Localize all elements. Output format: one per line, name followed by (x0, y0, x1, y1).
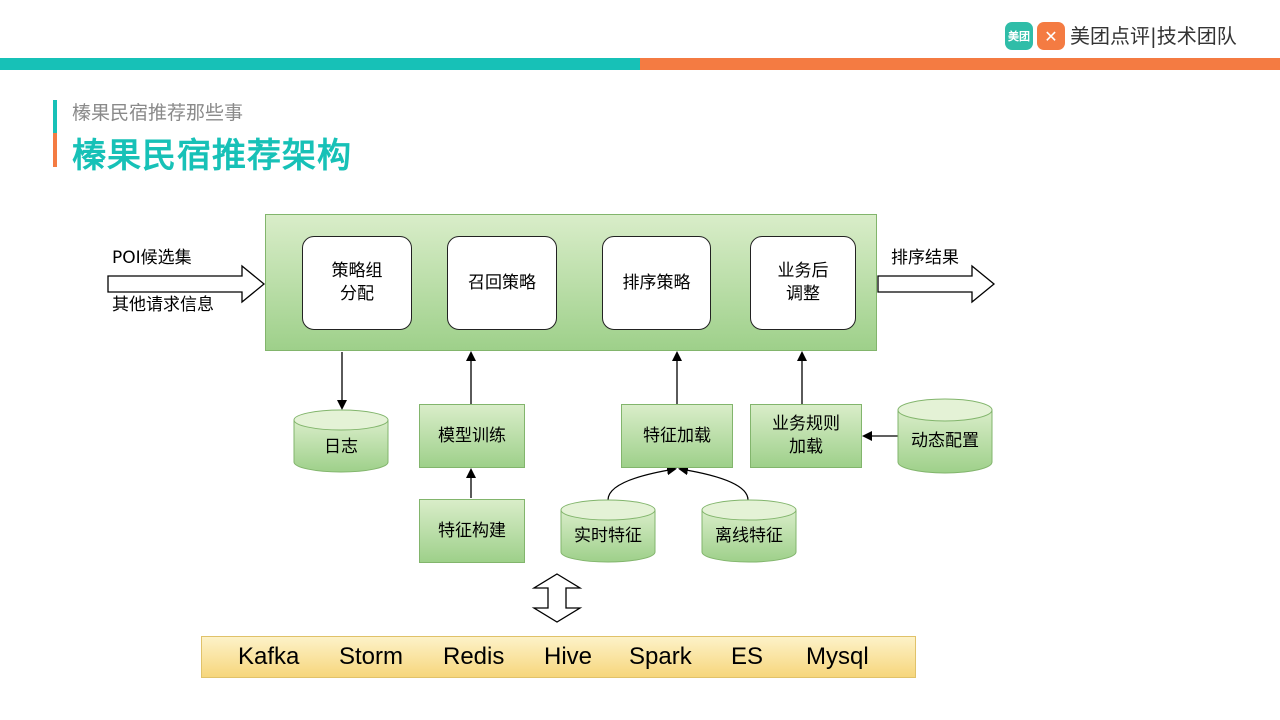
dynamic-config-cylinder (897, 398, 993, 474)
output-label-result: 排序结果 (891, 248, 959, 268)
dianping-logo-icon: ✕ (1037, 22, 1065, 50)
title-accent-orange (53, 133, 57, 167)
meituan-logo-icon: 美团 (1005, 22, 1033, 50)
tech-mysql: Mysql (806, 643, 869, 670)
tech-kafka: Kafka (238, 643, 300, 670)
tech-hive: Hive (544, 643, 593, 670)
realtime-feature-label: 实时特征 (574, 525, 642, 546)
offline-feature-cylinder (701, 499, 797, 563)
header-bar-teal (0, 58, 640, 70)
stage-ranking: 排序策略 (602, 236, 711, 330)
tech-spark: Spark (629, 643, 692, 670)
model-training-box: 模型训练 (419, 404, 525, 468)
business-rule-loading-box: 业务规则 加载 (750, 404, 862, 468)
feature-building-box: 特征构建 (419, 499, 525, 563)
input-label-request: 其他请求信息 (112, 295, 214, 315)
stage-business-adjust: 业务后 调整 (750, 236, 856, 330)
stage-recall: 召回策略 (447, 236, 557, 330)
title-accent-teal (53, 100, 57, 133)
slide-title: 榛果民宿推荐架构 (72, 136, 352, 176)
realtime-feature-cylinder (560, 499, 656, 563)
log-cylinder (293, 409, 389, 473)
slide-subtitle: 榛果民宿推荐那些事 (72, 102, 244, 124)
storage-tech-bar (201, 636, 916, 678)
header-bar-orange (640, 58, 1280, 70)
storage-double-arrow (531, 573, 583, 623)
tech-es: ES (731, 643, 764, 670)
dynamic-config-label: 动态配置 (911, 430, 979, 451)
tech-redis: Redis (443, 643, 505, 670)
output-arrow (877, 264, 996, 304)
input-label-poi: POI候选集 (112, 248, 192, 268)
stage-strategy-group: 策略组 分配 (302, 236, 412, 330)
arrow-offline-to-feature (678, 465, 749, 501)
log-store-label: 日志 (324, 436, 358, 457)
arrow-realtime-to-feature (607, 465, 677, 501)
company-logo-text: 美团点评|技术团队 (1070, 24, 1237, 48)
offline-feature-label: 离线特征 (715, 525, 783, 546)
tech-storm: Storm (339, 643, 404, 670)
feature-loading-box: 特征加载 (621, 404, 733, 468)
input-arrow (107, 264, 266, 304)
